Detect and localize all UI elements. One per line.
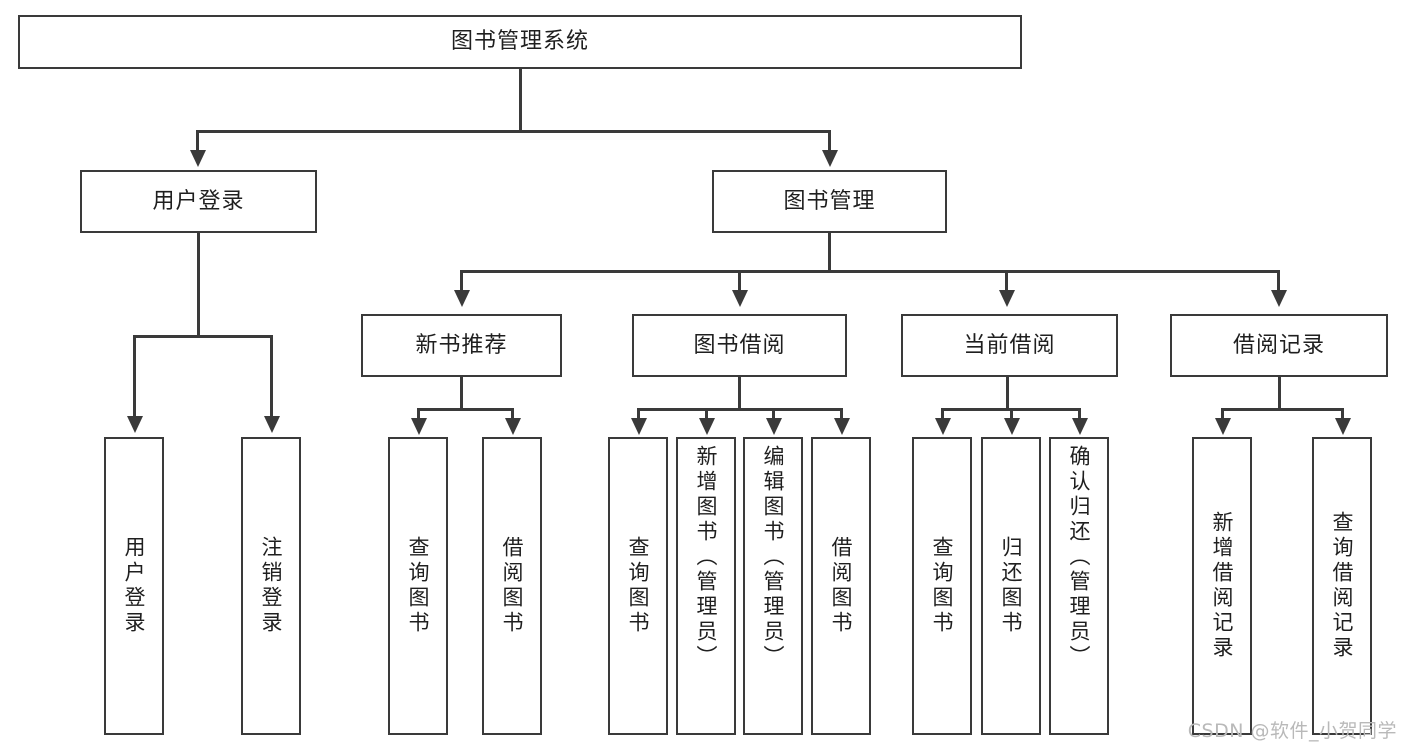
node-leaf-add-record[interactable]: 新增借阅记录 <box>1192 437 1252 735</box>
node-label: 编辑图书（管理员） <box>761 445 786 670</box>
connector-borrow-drop-1 <box>637 408 640 420</box>
connector-user-login-bar <box>133 335 273 338</box>
node-label: 图书管理 <box>783 188 876 214</box>
node-label: 借阅图书 <box>500 536 525 636</box>
arrow-head-icon <box>1335 418 1351 435</box>
arrow-head-icon <box>1215 418 1231 435</box>
connector-book-mgmt-drop-3 <box>1005 270 1008 292</box>
node-label: 归还图书 <box>999 536 1024 636</box>
connector-current-drop-3 <box>1078 408 1081 420</box>
connector-borrow-bar <box>637 408 843 411</box>
connector-borrow-drop-4 <box>840 408 843 420</box>
node-leaf-logout[interactable]: 注销登录 <box>241 437 301 735</box>
arrow-head-icon <box>699 418 715 435</box>
node-root-system[interactable]: 图书管理系统 <box>18 15 1022 69</box>
arrow-head-icon <box>834 418 850 435</box>
node-book-borrow[interactable]: 图书借阅 <box>632 314 847 377</box>
connector-current-drop-2 <box>1010 408 1013 420</box>
arrow-head-icon <box>766 418 782 435</box>
node-label: 新增图书（管理员） <box>694 445 719 670</box>
arrow-head-icon <box>631 418 647 435</box>
connector-root-bar <box>196 130 830 133</box>
arrow-head-icon <box>264 416 280 433</box>
node-leaf-confirm-return[interactable]: 确认归还（管理员） <box>1049 437 1109 735</box>
node-label: 查询图书 <box>626 536 651 636</box>
arrow-head-icon <box>1004 418 1020 435</box>
connector-root-stem <box>519 69 522 132</box>
node-current-borrow[interactable]: 当前借阅 <box>901 314 1118 377</box>
arrow-head-icon <box>822 150 838 167</box>
connector-book-mgmt-drop-2 <box>738 270 741 292</box>
connector-record-stem <box>1278 377 1281 410</box>
node-label: 用户登录 <box>152 188 245 214</box>
node-label: 借阅记录 <box>1232 332 1325 358</box>
arrow-head-icon <box>190 150 206 167</box>
node-label: 查询图书 <box>406 536 431 636</box>
node-label: 借阅图书 <box>829 536 854 636</box>
node-leaf-borrow-book-2[interactable]: 借阅图书 <box>811 437 871 735</box>
node-borrow-record[interactable]: 借阅记录 <box>1170 314 1388 377</box>
connector-current-drop-1 <box>941 408 944 420</box>
node-leaf-edit-book[interactable]: 编辑图书（管理员） <box>743 437 803 735</box>
node-label: 图书借阅 <box>693 332 786 358</box>
node-leaf-query-book-2[interactable]: 查询图书 <box>608 437 668 735</box>
arrow-head-icon <box>732 290 748 307</box>
connector-borrow-drop-2 <box>705 408 708 420</box>
arrow-head-icon <box>411 418 427 435</box>
connector-book-mgmt-drop-1 <box>460 270 463 292</box>
connector-user-login-drop-2 <box>270 335 273 418</box>
arrow-head-icon <box>1271 290 1287 307</box>
connector-root-to-user-login <box>196 130 199 152</box>
connector-borrow-drop-3 <box>772 408 775 420</box>
node-leaf-query-book-1[interactable]: 查询图书 <box>388 437 448 735</box>
connector-record-drop-1 <box>1221 408 1224 420</box>
arrow-head-icon <box>505 418 521 435</box>
node-label: 用户登录 <box>122 536 147 636</box>
arrow-head-icon <box>127 416 143 433</box>
connector-recommend-bar <box>417 408 513 411</box>
node-label: 确认归还（管理员） <box>1067 445 1092 670</box>
connector-recommend-drop-1 <box>417 408 420 420</box>
watermark-text: CSDN @软件_小贺同学 <box>1187 720 1397 742</box>
connector-recommend-drop-2 <box>511 408 514 420</box>
node-new-book-recommend[interactable]: 新书推荐 <box>361 314 562 377</box>
connector-user-login-drop-1 <box>133 335 136 418</box>
node-leaf-user-login[interactable]: 用户登录 <box>104 437 164 735</box>
connector-borrow-stem <box>738 377 741 410</box>
node-book-management[interactable]: 图书管理 <box>712 170 947 233</box>
node-label: 当前借阅 <box>963 332 1056 358</box>
connector-book-mgmt-bar <box>460 270 1280 273</box>
node-user-login[interactable]: 用户登录 <box>80 170 317 233</box>
node-leaf-borrow-book-1[interactable]: 借阅图书 <box>482 437 542 735</box>
connector-record-bar <box>1221 408 1343 411</box>
connector-recommend-stem <box>460 377 463 410</box>
node-leaf-query-book-3[interactable]: 查询图书 <box>912 437 972 735</box>
node-label: 查询图书 <box>930 536 955 636</box>
node-leaf-add-book[interactable]: 新增图书（管理员） <box>676 437 736 735</box>
connector-record-drop-2 <box>1341 408 1344 420</box>
arrow-head-icon <box>935 418 951 435</box>
node-label: 新增借阅记录 <box>1210 511 1235 661</box>
node-leaf-return-book[interactable]: 归还图书 <box>981 437 1041 735</box>
connector-book-mgmt-drop-4 <box>1277 270 1280 292</box>
arrow-head-icon <box>999 290 1015 307</box>
arrow-head-icon <box>1072 418 1088 435</box>
node-leaf-query-record[interactable]: 查询借阅记录 <box>1312 437 1372 735</box>
arrow-head-icon <box>454 290 470 307</box>
node-label: 查询借阅记录 <box>1330 511 1355 661</box>
node-label: 注销登录 <box>259 536 284 636</box>
connector-current-stem <box>1006 377 1009 410</box>
node-label: 新书推荐 <box>415 332 508 358</box>
connector-root-to-book-mgmt <box>828 130 831 152</box>
connector-user-login-stem <box>197 233 200 338</box>
node-label: 图书管理系统 <box>450 29 589 55</box>
connector-book-mgmt-stem <box>828 233 831 273</box>
